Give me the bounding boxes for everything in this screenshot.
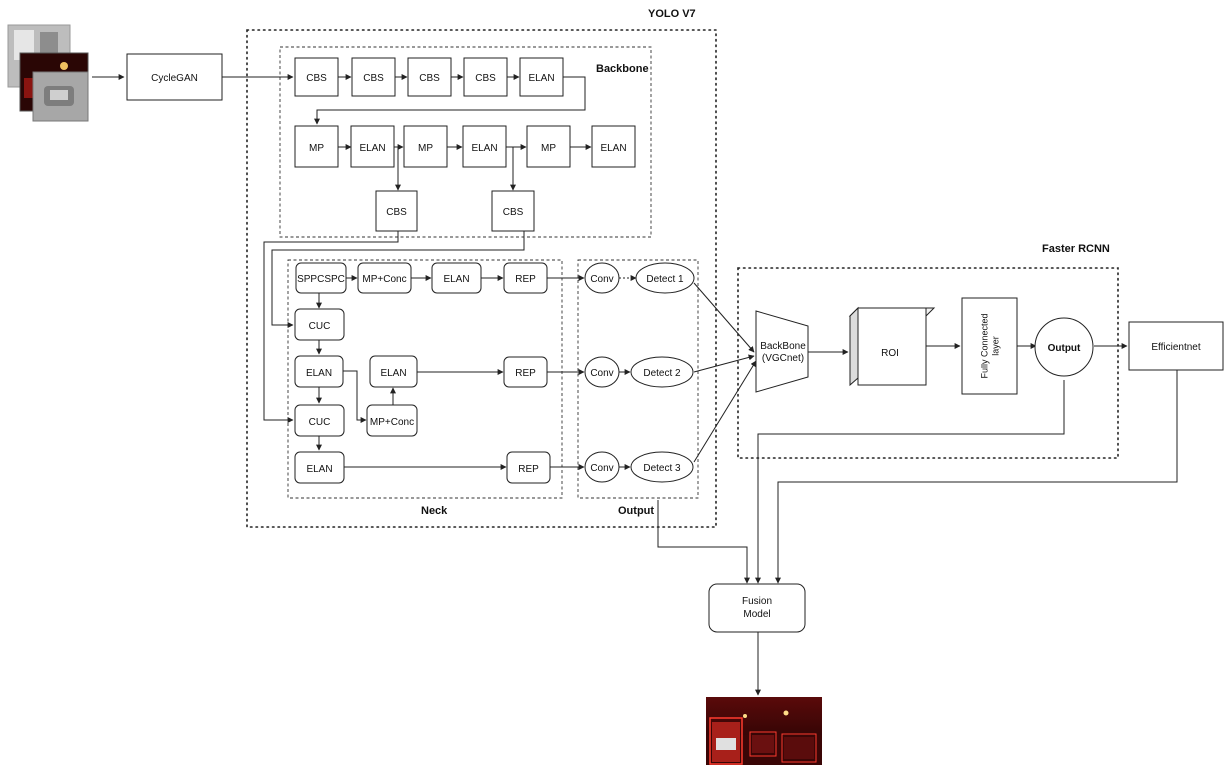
output-detect-1-label: Detect 1 [646,274,684,285]
neck-mp-conc-2: MP+Conc [367,405,417,436]
output-detect-3-label: Detect 3 [643,463,681,474]
neck-elan-3-label: ELAN [380,368,406,379]
backbone-label: Backbone [596,63,649,75]
backbone-elan-4: ELAN [592,126,635,167]
fusion-model-node: Fusion Model [709,584,805,632]
backbone-elan-3-label: ELAN [471,143,497,154]
cyclegan-label: CycleGAN [151,73,198,84]
backbone-cbs-5: CBS [376,191,417,231]
neck-rep-3: REP [507,452,550,483]
backbone-cbs-6: CBS [492,191,534,231]
backbone-cbs-2: CBS [352,58,395,96]
backbone-cbs-3-label: CBS [419,73,440,84]
neck-mp-conc-2-label: MP+Conc [370,417,414,428]
neck-cuc-2-label: CUC [309,417,331,428]
backbone-cbs-6-label: CBS [503,207,524,218]
efficientnet-label: Efficientnet [1151,342,1201,353]
backbone-cbs-2-label: CBS [363,73,384,84]
neck-sppcspc: SPPCSPC [296,263,346,293]
backbone-mp-2: MP [404,126,447,167]
output-group-label: Output [618,505,654,517]
backbone-elan-1-label: ELAN [528,73,554,84]
neck-elan-2-label: ELAN [306,368,332,379]
output-conv-2: Conv [585,357,619,387]
neck-rep-1-label: REP [515,274,536,285]
backbone-cbs-3: CBS [408,58,451,96]
rcnn-backbone-label-line1: BackBone [760,341,806,352]
rcnn-backbone-label-line2: (VGCnet) [762,353,804,364]
efficientnet-node: Efficientnet [1129,322,1223,370]
backbone-cbs-4: CBS [464,58,507,96]
neck-elan-2: ELAN [295,356,343,387]
neck-rep-2: REP [504,357,547,387]
rcnn-output-label: Output [1048,343,1081,354]
yolo-v7-label: YOLO V7 [648,8,696,20]
result-image [706,697,822,765]
neck-cuc-1: CUC [295,309,344,340]
backbone-mp-1-label: MP [309,143,324,154]
neck-rep-2-label: REP [515,368,536,379]
backbone-mp-1: MP [295,126,338,167]
neck-mp-conc-1: MP+Conc [358,263,411,293]
backbone-mp-3: MP [527,126,570,167]
backbone-cbs-1: CBS [295,58,338,96]
output-conv-1-label: Conv [590,274,613,285]
roi-label: ROI [881,348,899,359]
neck-elan-3: ELAN [370,356,417,387]
backbone-elan-4-label: ELAN [600,143,626,154]
fc-layer-node: Fully Connected layer [962,298,1017,394]
fusion-label-line1: Fusion [742,596,772,607]
output-conv-1: Conv [585,263,619,293]
fusion-label-line2: Model [743,609,770,620]
neck-cuc-1-label: CUC [309,321,331,332]
roi-node: ROI [850,308,934,385]
backbone-elan-3: ELAN [463,126,506,167]
backbone-mp-3-label: MP [541,143,556,154]
backbone-elan-1: ELAN [520,58,563,96]
neck-rep-1: REP [504,263,547,293]
faster-rcnn-label: Faster RCNN [1042,243,1110,255]
neck-cuc-2: CUC [295,405,344,436]
output-conv-3: Conv [585,452,619,482]
neck-elan-1: ELAN [432,263,481,293]
neck-sppcspc-label: SPPCSPC [297,274,345,285]
output-conv-2-label: Conv [590,368,613,379]
neck-elan-4-label: ELAN [306,464,332,475]
cyclegan-node: CycleGAN [127,54,222,100]
backbone-cbs-4-label: CBS [475,73,496,84]
neck-rep-3-label: REP [518,464,539,475]
neck-label: Neck [421,505,448,517]
output-detect-2: Detect 2 [631,357,693,387]
backbone-mp-2-label: MP [418,143,433,154]
neck-elan-1-label: ELAN [443,274,469,285]
rcnn-backbone-node: BackBone (VGCnet) [756,311,808,392]
backbone-cbs-5-label: CBS [386,207,407,218]
output-detect-2-label: Detect 2 [643,368,681,379]
input-images [8,25,88,121]
backbone-elan-2: ELAN [351,126,394,167]
fc-layer-label-line2: layer [991,336,1001,356]
output-conv-3-label: Conv [590,463,613,474]
backbone-elan-2-label: ELAN [359,143,385,154]
fc-layer-label-line1: Fully Connected [980,313,990,378]
backbone-cbs-1-label: CBS [306,73,327,84]
output-detect-3: Detect 3 [631,452,693,482]
neck-mp-conc-1-label: MP+Conc [362,274,406,285]
output-detect-1: Detect 1 [636,263,694,293]
neck-elan-4: ELAN [295,452,344,483]
rcnn-output-node: Output [1035,318,1093,376]
